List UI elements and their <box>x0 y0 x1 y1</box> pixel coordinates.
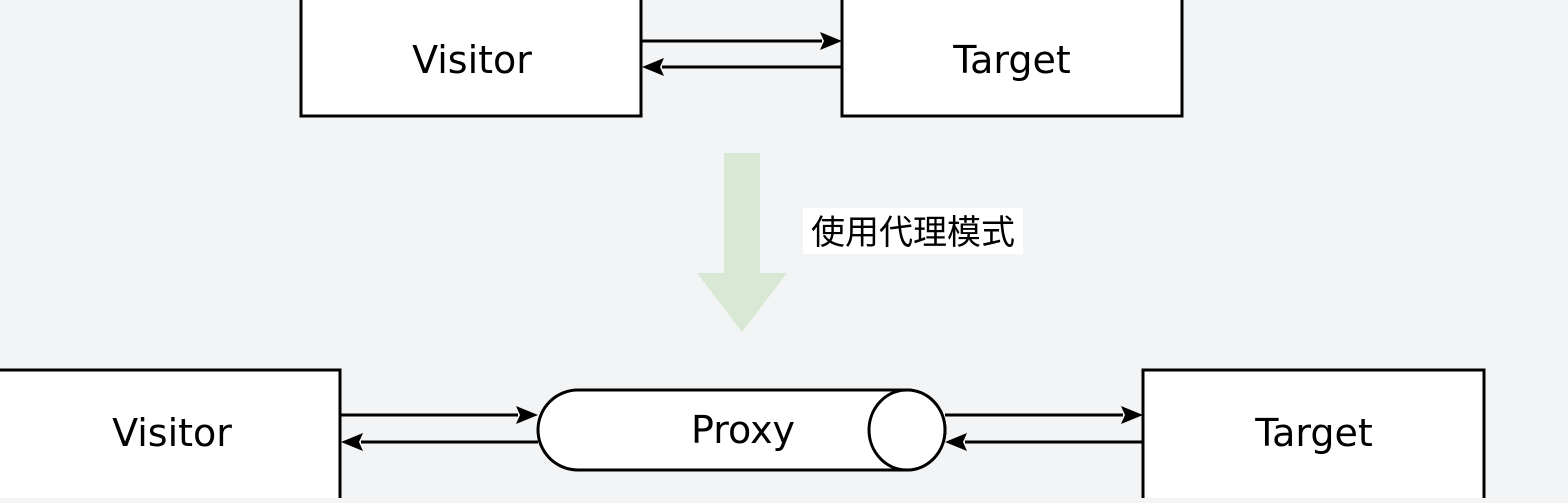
proxy-to-target-arrowhead <box>1121 406 1143 424</box>
target-to-proxy-arrow <box>945 433 1143 451</box>
top-response-arrow <box>642 58 841 76</box>
proxy-to-visitor-arrowhead <box>341 433 363 451</box>
bottom-target-label: Target <box>1254 411 1373 455</box>
proxy-node: Proxy <box>536 388 947 472</box>
top-visitor-node: Visitor <box>299 0 643 118</box>
caption-background <box>803 208 1023 254</box>
top-response-arrowhead <box>642 58 664 76</box>
top-target-label: Target <box>952 38 1071 82</box>
target-to-proxy-arrowhead <box>945 433 967 451</box>
bottom-target-node: Target <box>1141 368 1486 503</box>
bottom-visitor-box <box>0 368 342 503</box>
down-arrow-icon <box>697 153 787 332</box>
top-request-arrowhead <box>820 32 842 50</box>
proxy-to-visitor-arrow <box>341 433 538 451</box>
top-visitor-label: Visitor <box>412 38 532 82</box>
proxy-cylinder-end <box>867 388 947 472</box>
proxy-to-target-arrow <box>945 406 1143 424</box>
bottom-target-box <box>1141 368 1486 503</box>
visitor-to-proxy-arrow <box>341 406 538 424</box>
top-visitor-box <box>299 0 643 118</box>
bottom-visitor-label: Visitor <box>112 411 232 455</box>
transform-arrow <box>697 153 787 332</box>
top-target-box <box>840 0 1184 118</box>
visitor-to-proxy-arrowhead <box>516 406 538 424</box>
proxy-label: Proxy <box>691 408 795 452</box>
bottom-visitor-node: Visitor <box>0 368 342 503</box>
top-target-node: Target <box>840 0 1184 118</box>
transform-caption: 使用代理模式 <box>803 208 1023 254</box>
transform-caption-label: 使用代理模式 <box>811 213 1015 253</box>
top-request-arrow <box>642 32 842 50</box>
